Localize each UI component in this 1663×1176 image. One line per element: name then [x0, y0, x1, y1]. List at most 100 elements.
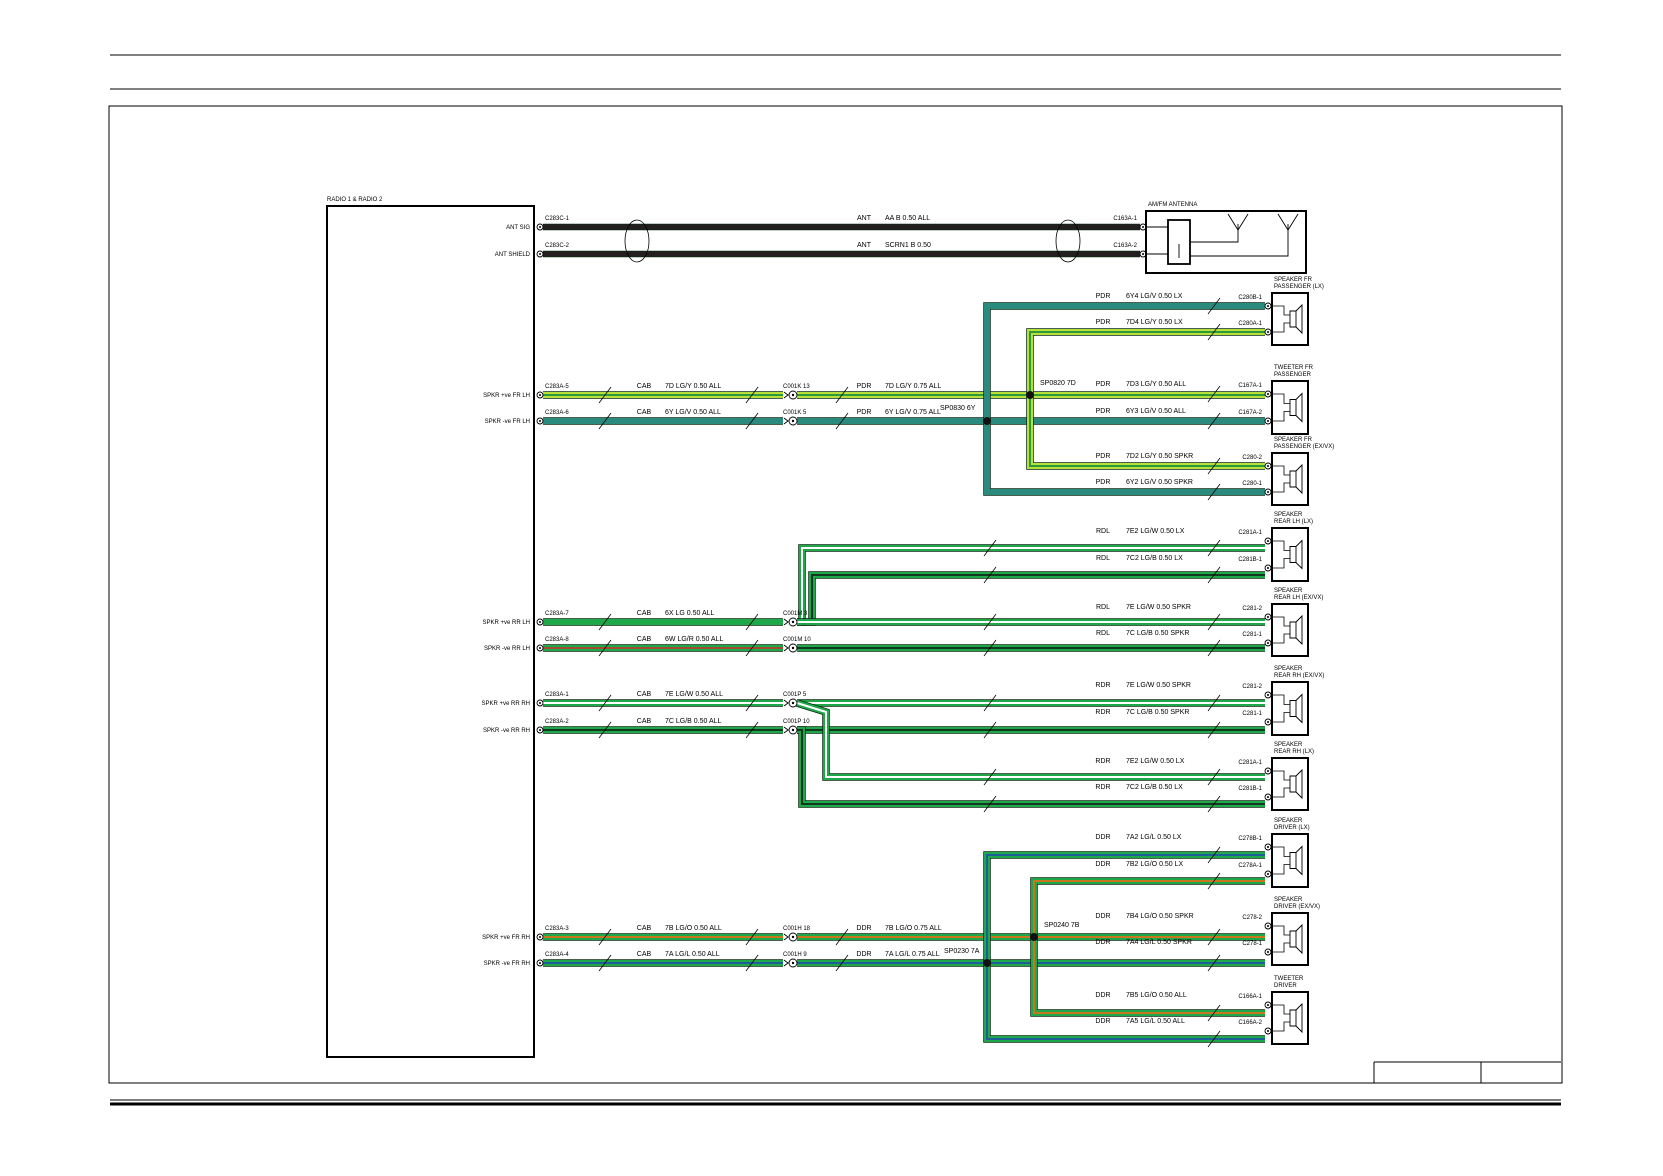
speaker-icon [1289, 845, 1303, 876]
speaker-box [1271, 757, 1309, 811]
radio-pin-connector: C283A-5 [545, 384, 569, 390]
antenna-pin-terminal-dot [1142, 253, 1144, 255]
speaker-title: SPEAKER [1274, 512, 1303, 518]
wire-harness-label: PDR [1096, 381, 1111, 388]
wire-break-mark [598, 928, 612, 946]
wire-harness-label: DDR [856, 925, 871, 932]
speaker-icon [1289, 1002, 1303, 1034]
wire-circuit-label: 7B2 LG/O 0.50 LX [1126, 861, 1184, 868]
wire-circuit-label: 7E LG/W 0.50 SPKR [1126, 604, 1191, 611]
speaker-title: SPEAKER [1274, 588, 1303, 594]
speaker-box [1271, 833, 1309, 888]
speaker-pin-connector: C280-2 [1242, 455, 1262, 461]
ddr-branch-wire-core [986, 854, 1265, 963]
radio-pin-terminal-dot [539, 962, 541, 964]
speaker-title: TWEETER [1274, 976, 1304, 982]
ddr-branch-wire-edge [983, 851, 1265, 963]
radio-pin-connector: C283A-2 [545, 719, 569, 725]
speaker-icon [1289, 392, 1303, 423]
inline-connector-label: C001P 10 [783, 719, 810, 725]
speaker-title: SPEAKER FR [1274, 277, 1313, 283]
speaker-title: PASSENGER [1274, 372, 1312, 378]
speaker-pin-connector: C281B-1 [1238, 786, 1262, 792]
speaker-title: SPEAKER [1274, 897, 1303, 903]
wire-break-mark [1207, 846, 1221, 864]
radio-pin-connector: C283A-8 [545, 637, 569, 643]
splice-label: SP0820 7D [1040, 380, 1076, 387]
splice-point [1030, 933, 1038, 941]
rdl-wire-core [797, 547, 1265, 623]
speaker-box [1271, 452, 1309, 506]
rdr-wire [797, 727, 1265, 807]
speaker-internal-wiring [1272, 465, 1290, 493]
wire-break-mark [1207, 297, 1221, 315]
wire-break-mark [983, 539, 997, 557]
inline-connector-label: C001M 3 [783, 611, 808, 617]
inline-connector-dot [791, 646, 795, 650]
speaker-box [1271, 380, 1309, 435]
inline-connector-dot [791, 961, 795, 965]
wire-circuit-label: 7E2 LG/W 0.50 LX [1126, 528, 1185, 535]
speaker-pin-connector: C281A-1 [1238, 530, 1262, 536]
wire-harness-label: ANT [857, 215, 872, 222]
inline-connector-label: C001M 10 [783, 637, 811, 643]
pdr-branch-wire [984, 303, 1265, 421]
wire-circuit-label: 7D3 LG/Y 0.50 ALL [1126, 381, 1186, 388]
radio-pin-connector: C283A-1 [545, 692, 569, 698]
wire-break-mark [1207, 1004, 1221, 1022]
wire-circuit-label: 6Y3 LG/V 0.50 ALL [1126, 408, 1186, 415]
speaker-pin-terminal-dot [1267, 567, 1269, 569]
rdl-wire [802, 572, 1265, 625]
speaker-pin-connector: C281-1 [1242, 711, 1262, 717]
wire-break-mark [835, 412, 849, 430]
speaker-pin-connector: C166A-2 [1238, 1020, 1262, 1026]
antenna-title: AM/FM ANTENNA [1148, 202, 1197, 208]
rdl-wire-edge [797, 544, 1265, 626]
speaker-pin-terminal-dot [1267, 616, 1269, 618]
wire-break-mark [983, 613, 997, 631]
radio-pin-connector: C283A-3 [545, 926, 569, 932]
speaker-internal-wiring [1272, 925, 1290, 953]
speaker-icon [1289, 539, 1303, 570]
speaker-pin-connector: C166A-1 [1238, 994, 1262, 1000]
wire-break-mark [983, 768, 997, 786]
wire-break-mark [745, 386, 759, 404]
antenna-internal-wiring [1146, 224, 1289, 258]
wire-break-mark [835, 928, 849, 946]
wire-circuit-label: 7B5 LG/O 0.50 ALL [1126, 992, 1187, 999]
speaker-box [1271, 912, 1309, 966]
speaker-pin-terminal-dot [1267, 951, 1269, 953]
inline-connector-label: C001K 13 [783, 384, 810, 390]
wire-break-mark [745, 639, 759, 657]
wire-harness-label: RDL [1096, 604, 1110, 611]
wire-break-mark [1207, 872, 1221, 890]
inline-connector-arrow [783, 699, 789, 707]
wire-break-mark [745, 928, 759, 946]
wire-break-mark [745, 412, 759, 430]
speaker-title: PASSENGER (EX/VX) [1274, 444, 1334, 450]
antenna-pin-connector: C163A-1 [1113, 216, 1137, 222]
radio-pin-label: ANT SHIELD [495, 252, 531, 258]
inline-connector-dot [791, 701, 795, 705]
wire-break-mark [1207, 457, 1221, 475]
wire-circuit-label: 7D LG/Y 0.50 ALL [665, 383, 721, 390]
wire-break-mark [1207, 721, 1221, 739]
wire-break-mark [1207, 412, 1221, 430]
wire-harness-label: CAB [637, 925, 652, 932]
radio-pin-terminal-dot [539, 729, 541, 731]
wire-harness-label: RDR [1095, 758, 1110, 765]
pdr-branch-wire-core [1029, 331, 1265, 395]
splice-label: SP0240 7B [1044, 922, 1080, 929]
wire-break-mark [835, 386, 849, 404]
wire-break-mark [598, 639, 612, 657]
wire-break-mark [1207, 954, 1221, 972]
wire-break-mark [598, 721, 612, 739]
wire-harness-label: DDR [856, 951, 871, 958]
wire-harness-label: RDL [1096, 528, 1110, 535]
ddr-branch-wire-edge [983, 963, 1265, 1043]
radio-pin-label: SPKR -ve RR RH [483, 728, 530, 734]
wire-circuit-label: 7B LG/O 0.50 ALL [665, 925, 722, 932]
wire-break-mark [1207, 928, 1221, 946]
radio-pin-terminal-dot [539, 936, 541, 938]
